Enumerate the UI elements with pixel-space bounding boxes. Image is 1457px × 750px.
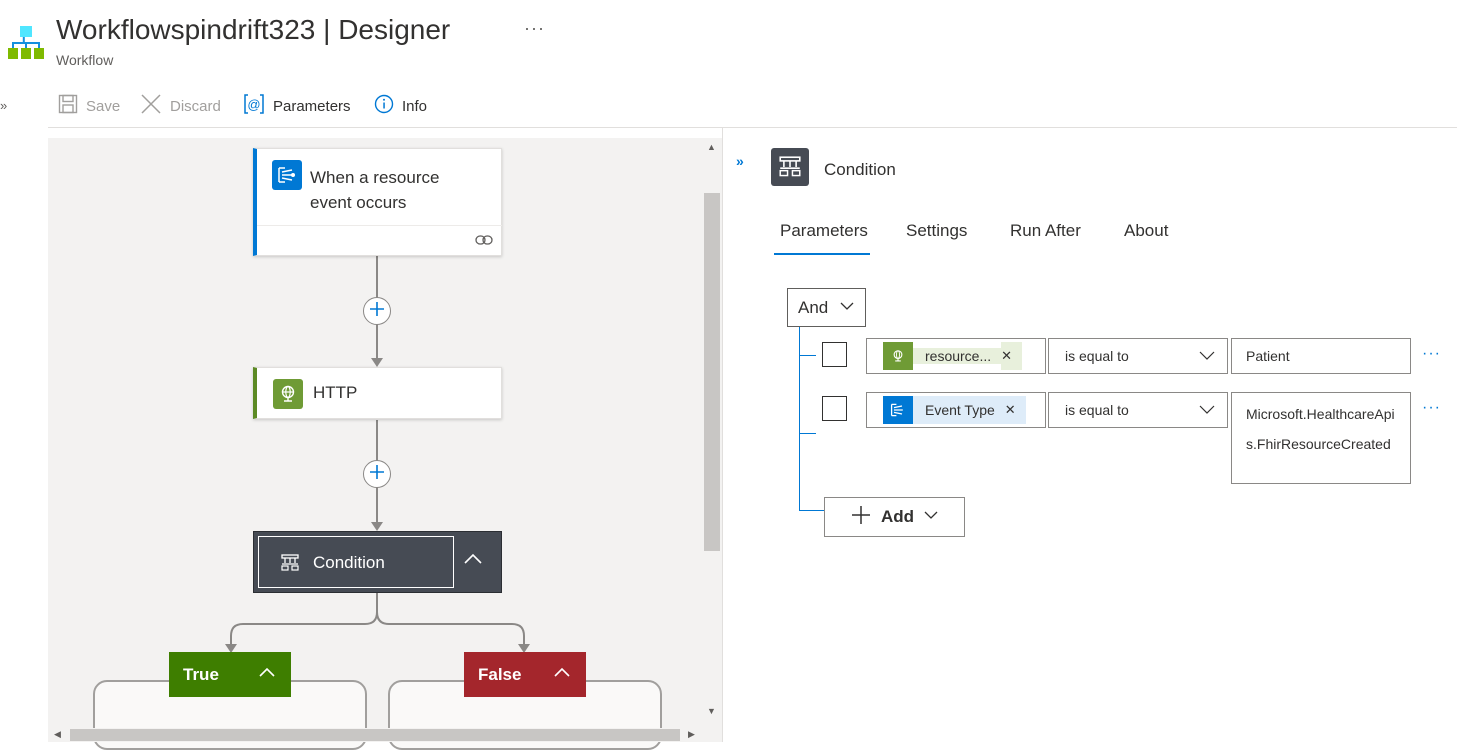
chevron-up-icon[interactable] xyxy=(552,662,572,687)
false-branch-header[interactable]: False xyxy=(464,652,586,697)
trigger-title: When a resource event occurs xyxy=(310,168,440,212)
operator-value: is equal to xyxy=(1065,402,1129,418)
tree-connector xyxy=(799,355,816,356)
scroll-right-icon[interactable]: ▶ xyxy=(688,729,695,739)
page-title: Workflowspindrift323 | Designer xyxy=(56,14,451,45)
row-select-checkbox[interactable] xyxy=(822,342,847,367)
tab-settings[interactable]: Settings xyxy=(906,221,968,240)
close-icon xyxy=(140,93,162,119)
insert-step-button[interactable] xyxy=(363,460,391,488)
false-branch-label: False xyxy=(478,664,522,684)
tab-about[interactable]: About xyxy=(1124,221,1169,240)
chevron-up-icon[interactable] xyxy=(462,548,484,575)
svg-text:@: @ xyxy=(247,97,260,112)
more-options-icon[interactable]: ··· xyxy=(524,18,545,38)
right-operand-field[interactable]: Microsoft.HealthcareApis.FhirResourceCre… xyxy=(1231,392,1411,484)
dynamic-content-token[interactable]: Event Type ✕ xyxy=(883,396,1026,424)
tree-connector xyxy=(799,510,824,511)
condition-icon xyxy=(281,554,299,577)
insert-step-button[interactable] xyxy=(363,297,391,325)
expand-left-nav-icon[interactable]: » xyxy=(0,98,8,113)
condition-node-label: Condition xyxy=(313,553,385,572)
save-icon xyxy=(58,94,78,118)
vertical-scrollbar-thumb[interactable] xyxy=(704,193,720,551)
discard-label: Discard xyxy=(170,97,221,115)
condition-node-header[interactable]: Condition xyxy=(258,536,454,588)
operator-dropdown[interactable]: is equal to xyxy=(1048,392,1228,428)
condition-node[interactable]: Condition xyxy=(253,531,502,593)
tab-parameters[interactable]: Parameters xyxy=(780,221,868,240)
operator-dropdown[interactable]: is equal to xyxy=(1048,338,1228,374)
chevron-down-icon xyxy=(924,507,938,527)
right-operand-field[interactable]: Patient xyxy=(1231,338,1411,374)
horizontal-scrollbar-thumb[interactable] xyxy=(70,729,680,741)
chevron-down-icon xyxy=(1199,401,1215,420)
panel-title: Condition xyxy=(824,160,896,179)
save-label: Save xyxy=(86,97,121,115)
tree-connector xyxy=(799,433,816,434)
link-icon[interactable] xyxy=(475,233,493,251)
chevron-up-icon[interactable] xyxy=(257,662,277,687)
page-subtitle: Workflow xyxy=(56,52,114,68)
operator-value: is equal to xyxy=(1065,348,1129,364)
plus-icon xyxy=(369,464,385,485)
globe-icon xyxy=(273,379,303,409)
plus-icon xyxy=(369,301,385,322)
scroll-left-icon[interactable]: ◀ xyxy=(54,729,61,739)
group-operator-dropdown[interactable]: And xyxy=(787,288,866,327)
row-select-checkbox[interactable] xyxy=(822,396,847,421)
info-icon xyxy=(374,94,394,118)
active-tab-indicator xyxy=(774,253,870,255)
plus-icon xyxy=(851,505,871,530)
remove-token-icon[interactable]: ✕ xyxy=(1004,396,1026,424)
true-branch-label: True xyxy=(183,664,219,684)
globe-icon xyxy=(883,342,913,370)
true-branch-header[interactable]: True xyxy=(169,652,291,697)
group-operator-value: And xyxy=(798,297,829,317)
condition-icon xyxy=(771,148,809,186)
collapse-panel-icon[interactable]: » xyxy=(736,153,744,169)
discard-button[interactable]: Discard xyxy=(140,94,221,118)
tab-run-after[interactable]: Run After xyxy=(1010,221,1081,240)
scroll-up-icon[interactable]: ▲ xyxy=(707,142,716,152)
dynamic-content-token[interactable]: resource... ✕ xyxy=(883,342,1023,370)
parameters-icon: @ xyxy=(243,93,265,119)
parameters-label: Parameters xyxy=(273,97,351,115)
event-grid-icon xyxy=(272,160,302,190)
workflow-logo-icon xyxy=(8,24,44,62)
left-operand-field[interactable]: Event Type ✕ xyxy=(866,392,1046,428)
add-label: Add xyxy=(880,507,915,526)
chevron-down-icon xyxy=(1199,347,1215,366)
parameters-button[interactable]: @ Parameters xyxy=(243,94,351,118)
token-label: Event Type xyxy=(913,396,1005,424)
card-divider xyxy=(257,225,502,226)
http-card[interactable]: HTTP xyxy=(253,367,502,419)
trigger-card[interactable]: When a resource event occurs xyxy=(253,148,502,256)
panel-divider xyxy=(722,128,723,742)
row-more-options-icon[interactable]: ··· xyxy=(1422,345,1441,362)
add-condition-button[interactable]: Add xyxy=(824,497,965,537)
chevron-down-icon xyxy=(840,298,854,318)
tree-connector xyxy=(799,327,800,511)
info-label: Info xyxy=(402,97,428,115)
scroll-down-icon[interactable]: ▼ xyxy=(707,706,716,716)
token-label: resource... xyxy=(913,348,1002,364)
save-button[interactable]: Save xyxy=(58,94,120,118)
row-more-options-icon[interactable]: ··· xyxy=(1422,399,1441,416)
event-grid-icon xyxy=(883,396,913,424)
http-title: HTTP xyxy=(313,383,358,402)
toolbar-divider xyxy=(48,127,1457,128)
remove-token-icon[interactable]: ✕ xyxy=(1001,342,1023,370)
left-operand-field[interactable]: resource... ✕ xyxy=(866,338,1046,374)
info-button[interactable]: Info xyxy=(374,94,427,118)
